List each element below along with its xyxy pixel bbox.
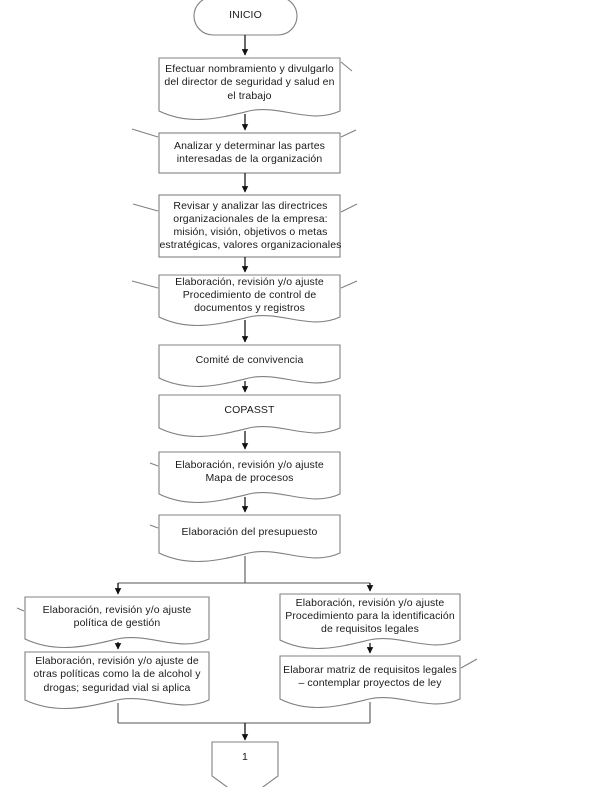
edge-split-bus	[117, 556, 371, 590]
node-L1	[24, 596, 210, 649]
corner-tick-n7-left	[149, 462, 159, 467]
corner-tick-n2-left	[131, 128, 159, 138]
node-n7	[158, 451, 341, 504]
corner-tick-n4-right	[340, 280, 358, 289]
corner-tick-n3-left	[132, 203, 159, 212]
node-n8	[158, 514, 341, 563]
corner-tick-n3-right	[340, 203, 358, 213]
node-R2	[279, 655, 461, 709]
corner-tick-n1-right	[340, 61, 353, 72]
edge-merge-bus	[117, 702, 371, 730]
node-inicio	[193, 0, 298, 36]
corner-tick-n2-right	[340, 129, 357, 138]
node-n4	[158, 274, 341, 327]
node-n6	[158, 394, 341, 438]
corner-tick-L1-left	[16, 607, 25, 612]
corner-tick-n8-left	[149, 524, 159, 529]
node-R1	[279, 593, 461, 650]
node-conn1	[211, 741, 279, 787]
corner-tick-n4-left	[131, 280, 159, 289]
node-n2	[158, 132, 341, 174]
node-n5	[158, 344, 341, 388]
node-n3	[158, 194, 341, 258]
corner-tick-R2-right	[460, 658, 478, 669]
node-n1	[158, 57, 341, 121]
node-L2	[24, 651, 210, 710]
